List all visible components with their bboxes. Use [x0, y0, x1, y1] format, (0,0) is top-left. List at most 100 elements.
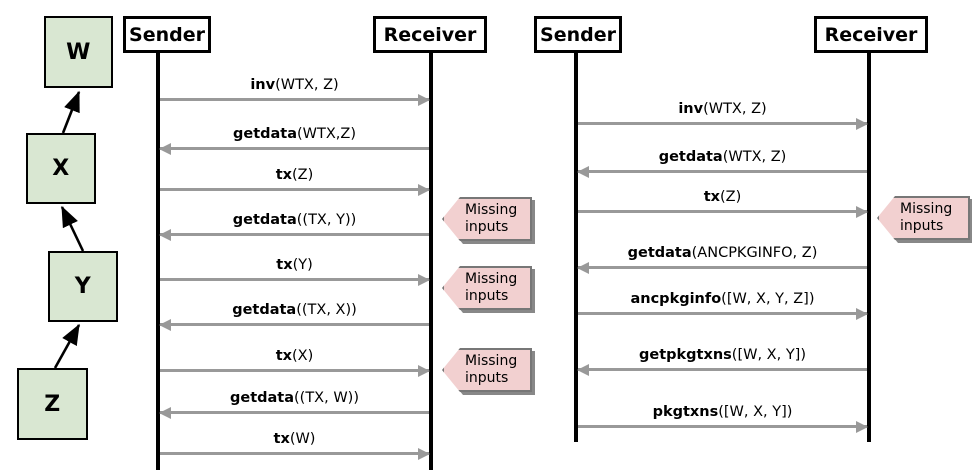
message-args: (Z): [720, 189, 742, 206]
message-label: tx(Z): [578, 189, 867, 206]
message-args: (X): [292, 348, 314, 365]
message-arrow-head-icon: [418, 183, 430, 196]
message-args: (WTX, Z): [722, 149, 787, 166]
actor-box-receiver: Receiver: [814, 16, 928, 53]
message-label: pkgtxns([W, X, Y]): [578, 404, 867, 421]
message-command: tx: [275, 348, 293, 365]
message-arrow-head-icon: [418, 364, 430, 377]
tx-node-x: X: [26, 133, 96, 204]
actor-box-sender: Sender: [123, 16, 211, 53]
message-args: (W): [289, 431, 316, 448]
actor-label: Receiver: [383, 23, 477, 46]
message-arrow-line: [160, 369, 429, 372]
callout-line-2: inputs: [900, 218, 944, 234]
message-arrow-line: [578, 312, 867, 315]
message-args: (Y): [292, 257, 313, 274]
dag-edge-y-to-x: [60, 205, 85, 252]
message-arrow-line: [160, 98, 429, 101]
callout-line-1: Missing: [465, 271, 518, 288]
message-command: getdata: [229, 390, 295, 407]
tx-node-y: Y: [48, 251, 118, 322]
tx-node-w: W: [44, 16, 113, 88]
message-arrow-head-icon: [856, 307, 868, 320]
message-arrow-line: [578, 210, 867, 213]
message-arrow-head-icon: [856, 205, 868, 218]
message-args: (WTX,Z): [297, 126, 356, 143]
message-label: getdata(WTX,Z): [160, 126, 429, 143]
message-arrow-line: [578, 122, 867, 125]
message-label: inv(WTX, Z): [160, 77, 429, 94]
message-label: tx(W): [160, 431, 429, 448]
message-command: ancpkginfo: [630, 291, 722, 308]
callout-line-1: Missing: [900, 201, 953, 218]
message-label: getdata((TX, Y)): [160, 212, 429, 229]
message-args: ([W, X, Y, Z]): [721, 291, 815, 308]
message-command: inv: [678, 101, 704, 118]
message-command: getdata: [658, 149, 723, 166]
message-args: (WTX, Z): [275, 77, 339, 94]
message-arrow-head-icon: [577, 363, 589, 376]
message-label: inv(WTX, Z): [578, 101, 867, 118]
message-arrow-head-icon: [418, 273, 430, 286]
message-command: getdata: [627, 245, 692, 262]
tx-node-label: X: [52, 156, 70, 181]
callout-line-1: Missing: [465, 202, 518, 219]
message-args: (Z): [292, 167, 314, 184]
tx-node-label: Y: [74, 274, 92, 299]
lifeline-sender: [574, 53, 578, 442]
message-label: ancpkginfo([W, X, Y, Z]): [578, 291, 867, 308]
message-command: getdata: [232, 302, 297, 319]
tx-node-label: W: [66, 39, 91, 65]
message-command: getpkgtxns: [639, 347, 732, 364]
message-args: (WTX, Z): [703, 101, 767, 118]
message-args: ((TX, W)): [294, 390, 359, 407]
message-args: (ANCPKGINFO, Z): [691, 245, 818, 262]
message-label: getdata(WTX, Z): [578, 149, 867, 166]
actor-box-receiver: Receiver: [373, 16, 487, 53]
message-arrow-head-icon: [418, 93, 430, 106]
message-command: tx: [273, 431, 290, 448]
message-label: getpkgtxns([W, X, Y]): [578, 347, 867, 364]
message-arrow-head-icon: [577, 165, 589, 178]
actor-label: Receiver: [824, 23, 918, 46]
message-command: getdata: [232, 212, 297, 229]
actor-label: Sender: [540, 23, 616, 46]
message-args: ([W, X, Y]): [731, 347, 806, 364]
message-command: tx: [703, 189, 721, 206]
message-arrow-line: [160, 411, 429, 414]
lifeline-receiver: [867, 53, 871, 442]
callout-line-2: inputs: [465, 288, 509, 304]
message-label: tx(X): [160, 348, 429, 365]
message-arrow-line: [578, 368, 867, 371]
message-arrow-line: [160, 233, 429, 236]
tx-node-label: Z: [44, 391, 61, 417]
message-args: ([W, X, Y]): [718, 404, 793, 421]
message-arrow-line: [578, 266, 867, 269]
message-command: tx: [276, 257, 293, 274]
message-arrow-line: [160, 452, 429, 455]
message-arrow-line: [160, 278, 429, 281]
message-arrow-head-icon: [159, 318, 171, 331]
actor-box-sender: Sender: [534, 16, 622, 53]
message-label: getdata(ANCPKGINFO, Z): [578, 245, 867, 262]
lifeline-receiver: [429, 53, 433, 470]
message-arrow-line: [578, 425, 867, 428]
dag-edge-z-to-y: [53, 323, 81, 369]
message-arrow-line: [578, 170, 867, 173]
message-arrow-head-icon: [577, 261, 589, 274]
message-label: tx(Z): [160, 167, 429, 184]
callout-line-2: inputs: [465, 370, 509, 386]
callout-line-1: Missing: [465, 353, 518, 370]
message-command: inv: [250, 77, 276, 94]
message-args: ((TX, Y)): [296, 212, 357, 229]
message-arrow-line: [160, 188, 429, 191]
tx-node-z: Z: [17, 368, 88, 440]
message-arrow-head-icon: [856, 117, 868, 130]
message-arrow-head-icon: [856, 420, 868, 433]
lifeline-sender: [156, 53, 160, 470]
